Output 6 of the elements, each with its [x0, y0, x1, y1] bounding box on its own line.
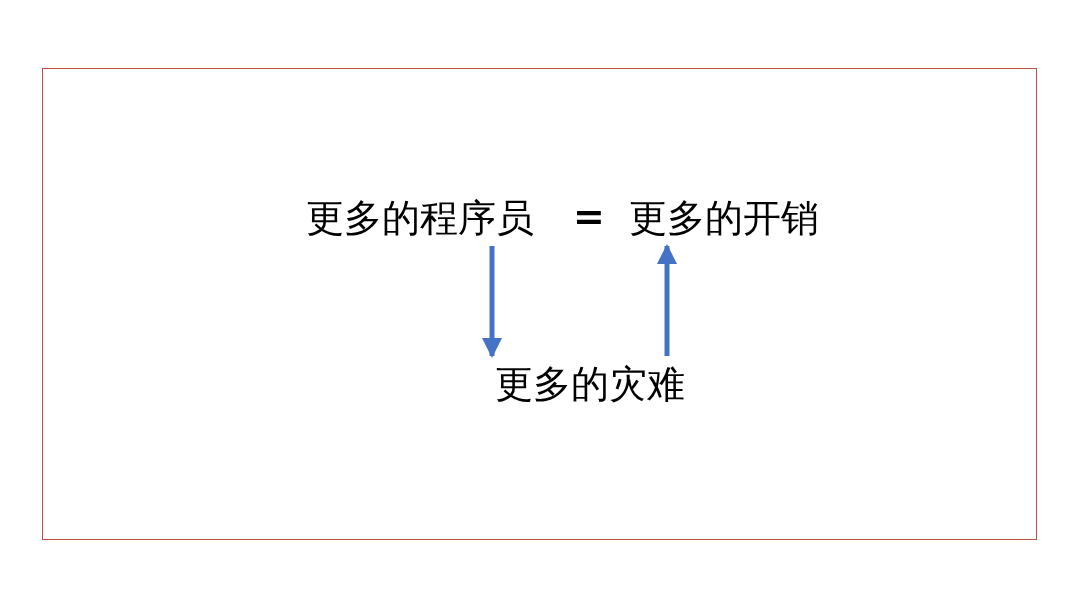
node-text: 更多的灾难 [495, 360, 685, 408]
node-text: 更多的程序员 [306, 194, 534, 242]
arrow [482, 246, 502, 358]
equals-sign: = [572, 194, 606, 238]
arrow [657, 244, 677, 356]
node-text: 更多的开销 [629, 194, 819, 242]
